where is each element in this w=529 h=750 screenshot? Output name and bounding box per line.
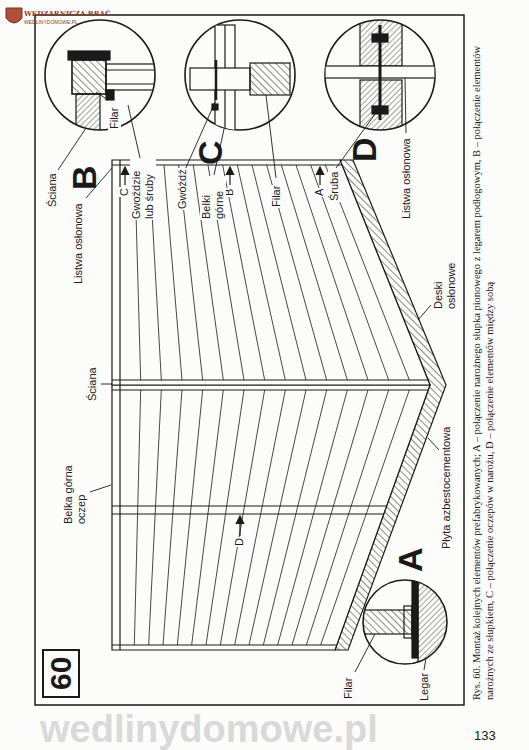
detail-letter: B [66, 165, 102, 190]
board-line [237, 165, 285, 380]
board-line [249, 390, 306, 645]
detail-letter: D [346, 137, 382, 162]
part-label: Filar [108, 107, 121, 130]
part-label: Ściana [86, 366, 99, 402]
detail-circle [325, 20, 435, 130]
board-line [149, 390, 162, 645]
board-line [206, 390, 244, 645]
detail-letter: C [192, 140, 228, 165]
view-letter: A [313, 188, 326, 197]
watermark-logo: WEDLINYDOMOWE.PL [24, 19, 78, 25]
page-number: 133 [474, 728, 496, 743]
corner-post [112, 389, 428, 390]
wall-panel [112, 160, 430, 385]
detail-circle [185, 20, 295, 130]
detail-letter: A [392, 547, 428, 572]
part-label: Deski osłonowe [432, 253, 458, 310]
middle-post [112, 505, 387, 506]
detail-c [190, 25, 290, 135]
figure-number-box: 60 [42, 649, 80, 698]
figure-caption: Rys. 60. Montaż kolejnych elementów pref… [470, 18, 496, 700]
board-line [292, 390, 368, 645]
view-arrow [319, 167, 320, 185]
board-line [192, 390, 224, 645]
part-label: Płyta azbestocementowa [440, 426, 453, 550]
part-label: Śruba [328, 171, 341, 202]
board-line [296, 165, 368, 380]
part-label: Gwóźdź [176, 168, 189, 210]
part-label: Filar [342, 677, 355, 700]
board-line [281, 165, 347, 380]
top-beam [119, 160, 120, 650]
part-label: Belki górne [200, 176, 226, 220]
board-line [278, 390, 348, 645]
leader-lines [58, 78, 439, 672]
siding-boards [134, 165, 409, 645]
detail-d [325, 11, 435, 135]
wall-panel [112, 385, 430, 650]
corner-post [112, 379, 428, 380]
watermark: wedlinydomowe.pl [40, 708, 378, 750]
frame [35, 15, 464, 705]
watermark-logo: WĘDZARNICZA BRAĆ [24, 10, 111, 18]
board-line [223, 165, 265, 380]
detail-b [68, 51, 176, 150]
end-post [112, 644, 337, 645]
board-line [325, 165, 409, 380]
part-label: Filar [270, 185, 283, 208]
logo-shield [4, 6, 24, 28]
part-label: Ściana [46, 172, 59, 208]
part-label: Gwoździe lub śruby [130, 158, 156, 220]
board-line [311, 165, 389, 380]
board-line [177, 390, 202, 645]
board-line [321, 390, 410, 645]
view-arrow [229, 167, 230, 185]
board-line [306, 390, 388, 645]
board-line [134, 390, 140, 645]
view-arrow [239, 516, 240, 536]
board-line [252, 165, 306, 380]
board-line [267, 165, 327, 380]
figure-number: 60 [44, 657, 77, 690]
part-label: Legar [418, 672, 431, 702]
view-letter: D [233, 537, 246, 547]
board-line [163, 390, 182, 645]
part-label: Belka górna oczep [62, 453, 88, 525]
detail-a [362, 574, 450, 664]
part-label: Listwa osłonowa [72, 202, 85, 285]
board-line [263, 390, 326, 645]
middle-post [112, 513, 384, 514]
view-arrow [124, 167, 125, 185]
part-label: Listwa osłonowa [400, 137, 413, 220]
